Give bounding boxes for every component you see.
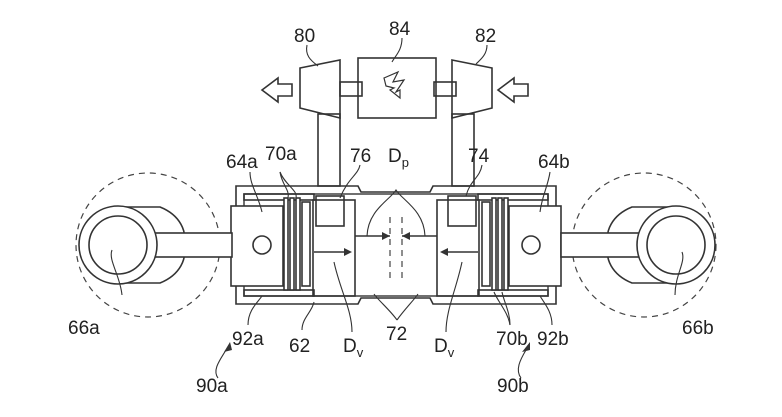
label-70b: 70b: [496, 329, 528, 350]
label-92a: 92a: [232, 329, 264, 350]
dp-bracket: [366, 188, 426, 237]
exhaust-arrow: [260, 76, 293, 104]
piston-crown-right: [436, 199, 480, 297]
label-64b: 64b: [538, 152, 570, 173]
label-66a: 66a: [68, 318, 100, 339]
liner-right-bottom: [477, 289, 549, 297]
generator: [357, 57, 437, 119]
turbine: [299, 59, 341, 120]
liner-right-top: [477, 193, 549, 201]
label-74: 74: [468, 146, 490, 167]
liner-left-top: [243, 193, 315, 201]
label-64a: 64a: [226, 152, 258, 173]
label-90a: 90a: [196, 376, 228, 397]
piston-rings-left: [283, 197, 311, 291]
label-dv-right: Dv: [434, 336, 455, 360]
label-84: 84: [389, 19, 411, 40]
liner-left-bottom: [243, 289, 315, 297]
label-72: 72: [386, 324, 407, 345]
insert-74: [447, 195, 477, 227]
wrist-pin-right: [521, 235, 541, 255]
piston-crown-left: [312, 199, 356, 297]
label-66b: 66b: [682, 318, 714, 339]
label-dv-left: Dv: [343, 336, 364, 360]
label-82: 82: [475, 26, 496, 47]
wrist-pin-left: [252, 235, 272, 255]
lightning-bolt-icon: [383, 70, 406, 100]
crank-left: [75, 172, 233, 318]
exhaust-duct: [317, 113, 341, 187]
shaft-right: [433, 81, 457, 97]
arrow-left-icon: [496, 76, 529, 104]
dv-arrow-left: [344, 248, 352, 256]
label-80: 80: [294, 26, 315, 47]
intake-arrow: [496, 76, 529, 104]
label-76: 76: [350, 146, 371, 167]
crank-right: [560, 172, 717, 318]
arrow-left-icon: [260, 76, 293, 104]
label-92b: 92b: [537, 329, 569, 350]
label-70a: 70a: [265, 144, 297, 165]
dv-arrow-right: [440, 248, 448, 256]
label-90b: 90b: [497, 376, 529, 397]
cylinder-casing: [235, 185, 557, 305]
arrow-90a: [224, 342, 232, 352]
compressor: [451, 59, 493, 120]
arrow-90b: [522, 342, 530, 352]
insert-76: [315, 195, 345, 227]
label-dp: Dp: [388, 146, 409, 170]
label-62: 62: [289, 336, 310, 357]
piston-rings-right: [481, 197, 509, 291]
